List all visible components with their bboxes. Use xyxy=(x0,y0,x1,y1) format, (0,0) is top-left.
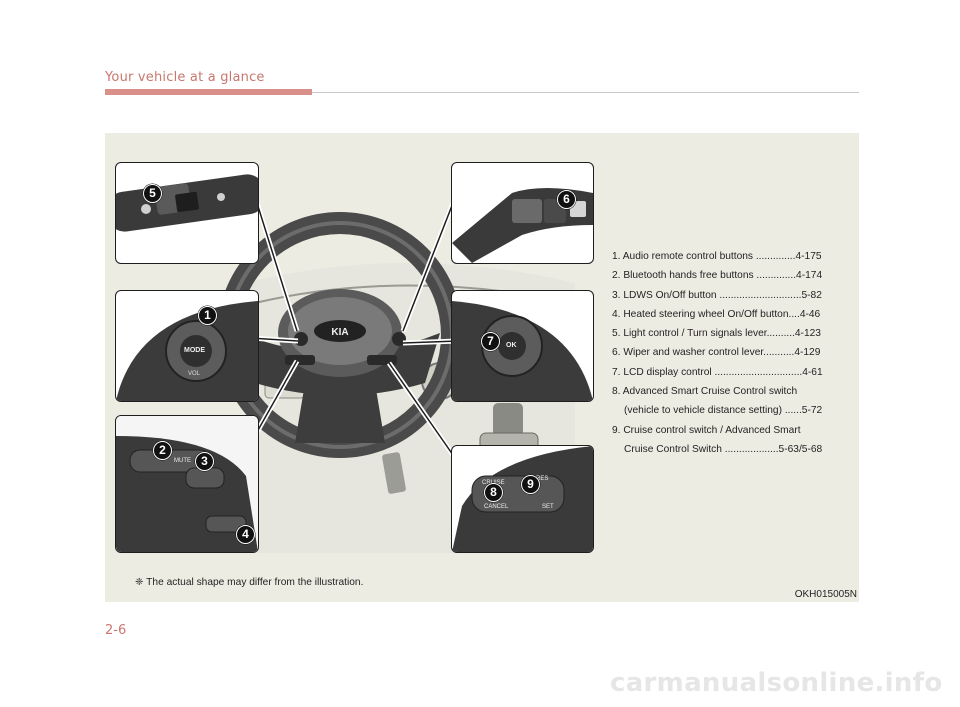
audio-remote-drawing xyxy=(116,301,258,401)
legend-item: 7. LCD display control .................… xyxy=(612,366,823,378)
watermark: carmanualsonline.info xyxy=(610,668,943,698)
vol-label: VOL xyxy=(188,371,201,377)
callout-3: 3 xyxy=(195,452,214,471)
header-rule xyxy=(312,92,859,93)
legend-item: 3. LDWS On/Off button ..................… xyxy=(612,289,822,301)
section-title: Your vehicle at a glance xyxy=(105,70,265,85)
bluetooth-ldws-inset: MUTE xyxy=(115,415,259,553)
legend-item: 5. Light control / Turn signals lever...… xyxy=(612,328,821,340)
cancel-label: CANCEL xyxy=(484,504,509,510)
legend-item: 8. Advanced Smart Cruise Control switch xyxy=(612,386,798,398)
right-spoke-drawing xyxy=(452,446,593,552)
legend-item: 2. Bluetooth hands free buttons ........… xyxy=(612,270,823,282)
legend-item-continued: Cruise Control Switch ..................… xyxy=(624,443,823,455)
audio-remote-inset: MODE VOL xyxy=(115,290,259,402)
light-control-inset xyxy=(115,162,259,264)
callout-1: 1 xyxy=(198,306,217,325)
callout-5: 5 xyxy=(143,184,162,203)
cruise-control-inset: CRUISE RES CANCEL SET xyxy=(451,445,594,553)
legend-item: 9. Cruise control switch / Advanced Smar… xyxy=(612,424,801,436)
callout-9: 9 xyxy=(521,475,540,494)
legend-item: 4. Heated steering wheel On/Off button..… xyxy=(612,308,821,320)
component-legend: 1. Audio remote control buttons ........… xyxy=(612,247,860,459)
callout-7: 7 xyxy=(481,332,500,351)
callout-2: 2 xyxy=(153,441,172,460)
ok-label: OK xyxy=(506,342,517,349)
callout-8: 8 xyxy=(484,483,503,502)
svg-text:KIA: KIA xyxy=(331,327,348,338)
wiper-lever-drawing xyxy=(452,188,593,263)
callout-6: 6 xyxy=(557,190,576,209)
figure-footnote: ❈ The actual shape may differ from the i… xyxy=(135,577,364,588)
res-label: RES xyxy=(536,476,549,482)
mute-label: MUTE xyxy=(174,458,191,464)
lcd-control-inset: OK xyxy=(451,290,594,402)
callout-4: 4 xyxy=(236,525,255,544)
wiper-control-inset xyxy=(451,162,594,264)
legend-item: 6. Wiper and washer control lever.......… xyxy=(612,347,821,359)
legend-item-continued: (vehicle to vehicle distance setting) ..… xyxy=(624,405,823,417)
mode-label: MODE xyxy=(184,347,205,354)
left-spoke-drawing xyxy=(116,416,258,552)
figure-panel: KIA xyxy=(105,133,859,602)
lcd-control-drawing xyxy=(452,301,593,401)
set-label: SET xyxy=(542,504,554,510)
page-number: 2-6 xyxy=(105,623,127,638)
legend-item: 1. Audio remote control buttons ........… xyxy=(612,251,822,262)
header-accent-rule xyxy=(105,89,312,95)
light-lever-drawing xyxy=(116,174,258,232)
image-code: OKH015005N xyxy=(794,589,857,600)
